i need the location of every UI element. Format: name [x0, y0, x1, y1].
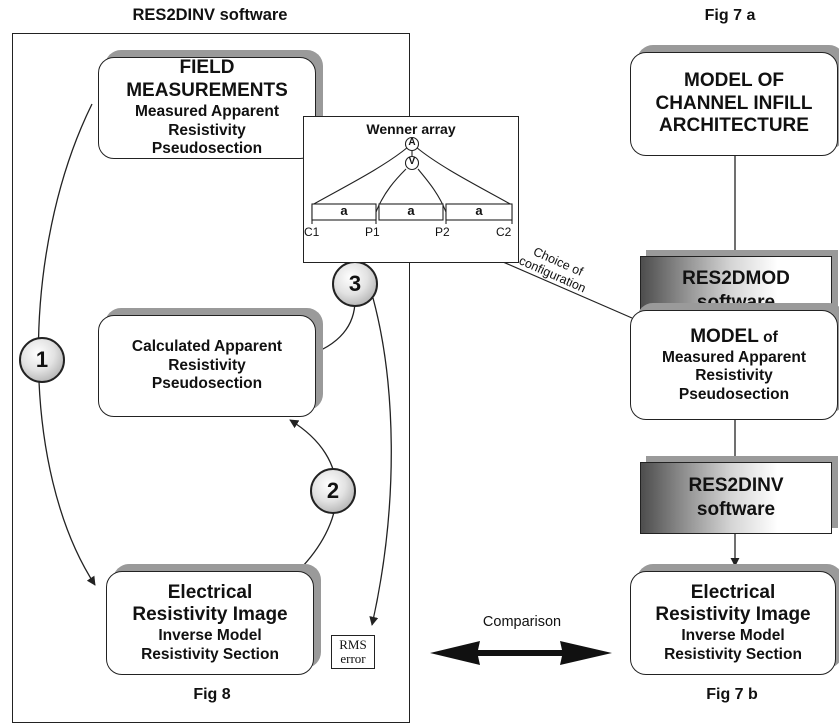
fig7b-caption: Fig 7 b	[706, 686, 758, 703]
channel-infill-model-box: MODEL OF CHANNEL INFILL ARCHITECTURE	[630, 52, 838, 156]
voltmeter-label: V	[408, 156, 416, 167]
field-measurements-box: FIELD MEASUREMENTS Measured Apparent Res…	[98, 57, 316, 159]
spacing-a-2: a	[407, 203, 415, 218]
rms-arrow	[369, 297, 392, 626]
spacing-a-3: a	[475, 203, 483, 218]
model-measured-pseudosection-box: MODEL of Measured Apparent Resistivity P…	[630, 310, 838, 420]
calculated-pseudosection-box: Calculated Apparent Resistivity Pseudose…	[98, 315, 316, 417]
wenner-array-inset: Wenner array A V a a a C1 P1 P2 C2	[303, 116, 519, 263]
rms-error-box: RMS error	[331, 635, 375, 669]
comparison-label: Comparison	[482, 614, 562, 630]
fig8-caption: Fig 8	[193, 686, 231, 703]
wenner-title: Wenner array	[366, 121, 456, 137]
electrode-c1: C1	[304, 225, 320, 239]
electrical-image-box-left: Electrical Resistivity Image Inverse Mod…	[106, 571, 314, 675]
electrode-p2: P2	[435, 225, 450, 239]
step-1-circle: 1	[19, 337, 65, 383]
left-panel-title: RES2DINV software	[132, 6, 288, 24]
electrode-c2: C2	[496, 225, 512, 239]
step-2-circle: 2	[310, 468, 356, 514]
fig7a-caption: Fig 7 a	[704, 7, 756, 24]
comparison-arrow	[430, 641, 612, 665]
step-3-circle: 3	[332, 261, 378, 307]
wenner-schematic	[311, 136, 513, 224]
res2dinv-software-box: RES2DINV software	[640, 462, 832, 534]
electrode-p1: P1	[365, 225, 380, 239]
ammeter-label: A	[408, 137, 416, 148]
spacing-a-1: a	[340, 203, 348, 218]
electrical-image-box-right: Electrical Resistivity Image Inverse Mod…	[630, 571, 836, 675]
